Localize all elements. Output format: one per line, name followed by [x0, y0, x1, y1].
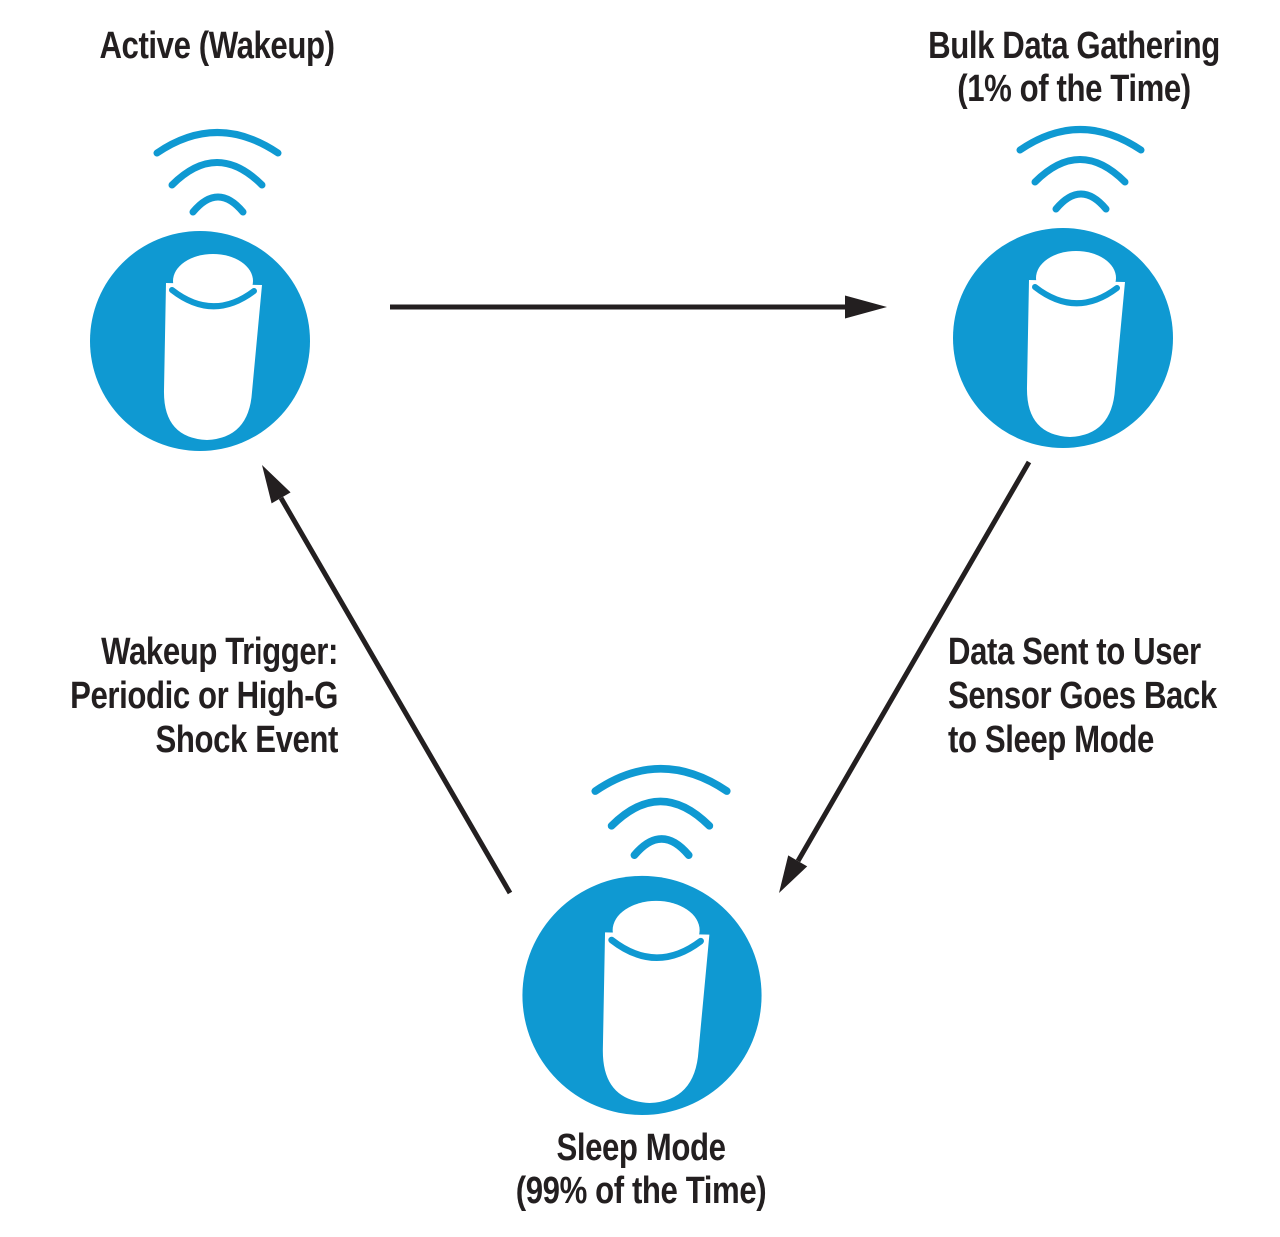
node-label-line: (1% of the Time)	[957, 68, 1191, 110]
sensor-broadcast-icon	[948, 117, 1178, 457]
edge-label-line: Sensor Goes Back	[948, 675, 1217, 717]
sensor-broadcast-icon	[85, 120, 315, 460]
node-label-line: Sleep Mode	[556, 1127, 726, 1169]
sensor-broadcast-icon	[517, 755, 767, 1125]
arrow-active-to-bulk	[390, 295, 887, 319]
edge-label-line: Data Sent to User	[948, 631, 1201, 673]
node-label-line: Active (Wakeup)	[99, 25, 335, 67]
node-label-sleep: Sleep Mode (99% of the Time)	[461, 1127, 822, 1213]
sensor-node-active	[85, 120, 315, 460]
edge-label-line: Periodic or High-G	[70, 675, 338, 717]
edge-label-wakeup-trigger: Wakeup Trigger: Periodic or High-G Shock…	[0, 630, 338, 762]
node-label-line: Bulk Data Gathering	[928, 25, 1220, 67]
edge-label-line: to Sleep Mode	[948, 719, 1154, 761]
arrow-bulk-to-sleep	[779, 460, 1032, 893]
edge-label-line: Wakeup Trigger:	[101, 631, 338, 673]
node-label-active: Active (Wakeup)	[37, 25, 398, 68]
sensor-node-sleep	[517, 755, 767, 1125]
sensor-node-bulk	[948, 117, 1178, 457]
node-label-line: (99% of the Time)	[515, 1170, 767, 1212]
node-label-bulk: Bulk Data Gathering (1% of the Time)	[894, 25, 1255, 111]
edge-label-line: Shock Event	[155, 719, 338, 761]
arrow-sleep-to-active	[262, 465, 513, 895]
edge-label-data-sent: Data Sent to User Sensor Goes Back to Sl…	[948, 630, 1280, 762]
